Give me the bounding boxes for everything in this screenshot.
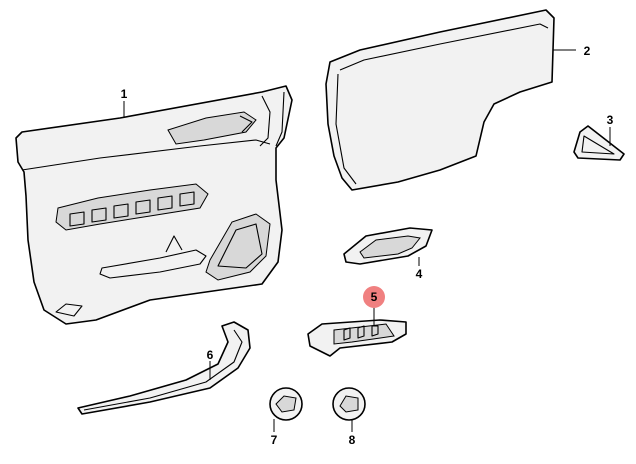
part-4-handle-bezel[interactable] — [343, 227, 433, 265]
callout-1[interactable]: 1 — [121, 87, 128, 101]
callout-3[interactable]: 3 — [607, 113, 614, 127]
callout-8[interactable]: 8 — [349, 433, 356, 447]
callout-6[interactable]: 6 — [207, 348, 214, 362]
part-1-door-panel[interactable] — [15, 85, 293, 325]
part-7-round-clip[interactable] — [269, 387, 303, 421]
callout-2[interactable]: 2 — [584, 44, 591, 58]
part-5-switch-bezel[interactable] — [307, 319, 407, 357]
callout-5-highlight — [363, 286, 385, 308]
callout-5[interactable]: 5 — [371, 290, 378, 304]
callout-7[interactable]: 7 — [271, 433, 278, 447]
part-3-triangle-trim[interactable] — [573, 125, 625, 161]
part-8-round-clip[interactable] — [332, 387, 366, 421]
part-2-rear-door-panel[interactable] — [325, 9, 555, 191]
part-6-trim-strip[interactable] — [77, 321, 251, 415]
callout-4[interactable]: 4 — [416, 267, 423, 281]
